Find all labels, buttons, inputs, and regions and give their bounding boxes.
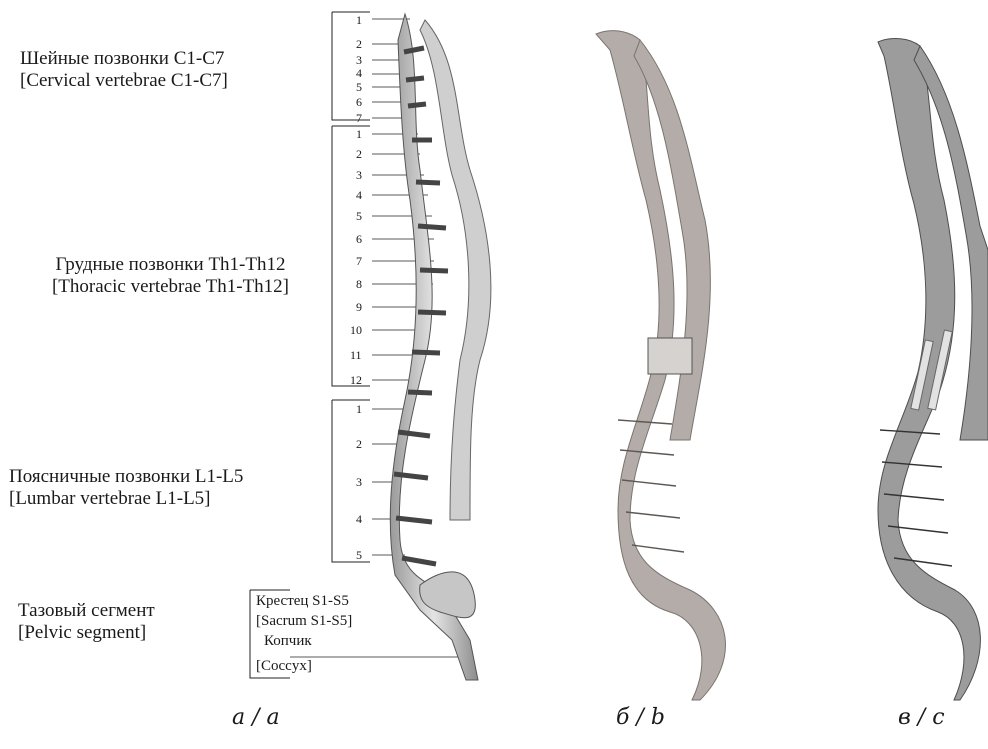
sacrum-label-en: [Sacrum S1-S5]: [256, 612, 352, 630]
cervical-number: 4: [356, 67, 362, 79]
thoracic-number: 8: [356, 278, 362, 290]
cervical-number: 6: [356, 96, 362, 108]
thoracic-number: 6: [356, 233, 362, 245]
cervical-number: 3: [356, 54, 362, 66]
cervical-number: 1: [356, 14, 362, 26]
implant-mesh-b: [648, 338, 692, 374]
thoracic-number: 11: [350, 349, 362, 361]
lumbar-bracket: [332, 400, 370, 562]
thoracic-number: 10: [350, 324, 362, 336]
thoracic-number: 7: [356, 255, 362, 267]
lumbar-number: 5: [356, 549, 362, 561]
cervical-number: 7: [356, 112, 362, 124]
thoracic-number: 1: [356, 128, 362, 140]
lumbar-number: 2: [356, 438, 362, 450]
thoracic-number: 2: [356, 148, 362, 160]
coccyx-label-ru: Копчик: [264, 632, 312, 650]
lumbar-number: 4: [356, 513, 362, 525]
spine-illustration-b: [596, 31, 725, 700]
cervical-bracket: [332, 12, 370, 120]
caption-a: а / a: [232, 705, 280, 730]
caption-b: б / b: [616, 705, 665, 730]
cervical-number: 5: [356, 81, 362, 93]
thoracic-number: 4: [356, 189, 362, 201]
spine-illustration-a: [390, 14, 491, 680]
lumbar-number: 1: [356, 403, 362, 415]
cervical-number: 2: [356, 38, 362, 50]
thoracic-number: 5: [356, 210, 362, 222]
thoracic-number: 3: [356, 169, 362, 181]
thoracic-number: 12: [350, 374, 362, 386]
thoracic-number: 9: [356, 301, 362, 313]
brackets: [250, 12, 370, 678]
coccyx-label-en: [Coccyx]: [256, 657, 312, 675]
thoracic-bracket: [332, 126, 370, 386]
sacrum-label-ru: Крестец S1-S5: [256, 592, 349, 610]
caption-c: в / c: [898, 705, 945, 730]
spine-illustration-c: [878, 39, 988, 700]
lumbar-number: 3: [356, 476, 362, 488]
